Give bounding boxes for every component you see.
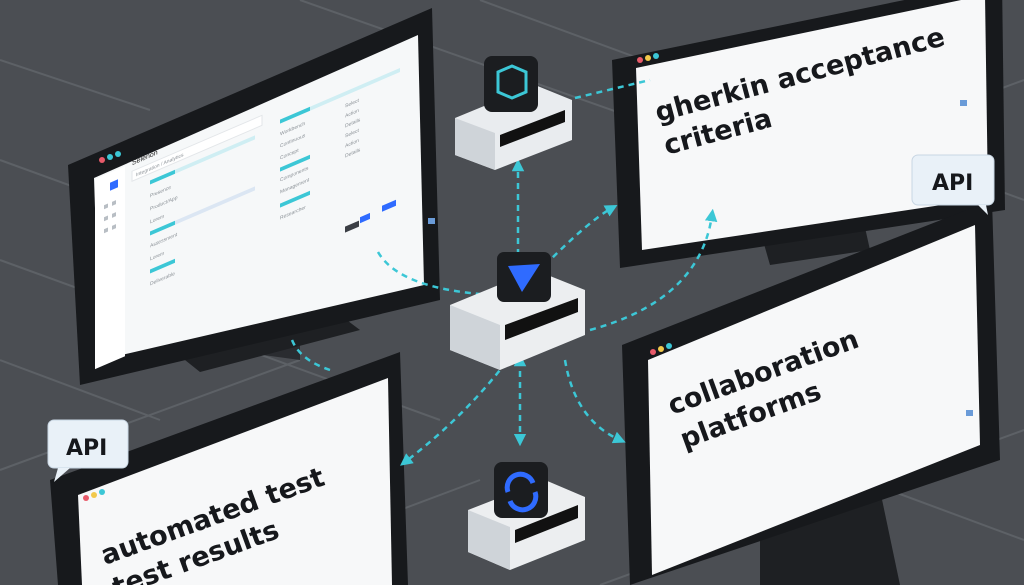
- app-list-right: Workbench Continuous Concept Components …: [280, 67, 400, 222]
- triangle-logo-icon: [508, 264, 540, 292]
- svg-text:API: API: [66, 436, 107, 461]
- svg-text:Select: Select: [345, 98, 359, 110]
- svg-text:Action: Action: [345, 108, 359, 120]
- svg-text:Lorem: Lorem: [150, 251, 164, 263]
- api-badge-right: API: [911, 154, 995, 215]
- hub-bottom: [468, 462, 585, 570]
- hub-center: [450, 252, 585, 370]
- svg-text:Action: Action: [345, 138, 359, 150]
- monitor-collaboration: collaboration platforms: [622, 200, 1000, 585]
- cube-icon: [496, 64, 528, 100]
- app-primary-button[interactable]: [382, 199, 396, 212]
- connector-lines: [290, 78, 718, 466]
- app-toggle-button[interactable]: [360, 212, 370, 224]
- sync-icon: [504, 471, 539, 513]
- monitor-gherkin: gherkin acceptance criteria: [612, 0, 1005, 268]
- svg-text:Select: Select: [345, 128, 359, 140]
- app-search-input[interactable]: [131, 114, 263, 182]
- svg-text:Lorem: Lorem: [150, 214, 164, 226]
- hub-top: [455, 56, 572, 170]
- app-secondary-button[interactable]: [345, 220, 359, 233]
- svg-text:API: API: [932, 171, 973, 196]
- app-screen: [94, 35, 424, 360]
- monitor-automated-tests: automated test test results: [50, 352, 408, 585]
- app-logo-icon: [110, 179, 118, 191]
- monitor-app: Selenon Integration / Analytics Presence…: [68, 8, 440, 385]
- api-badge-left: API: [47, 419, 129, 482]
